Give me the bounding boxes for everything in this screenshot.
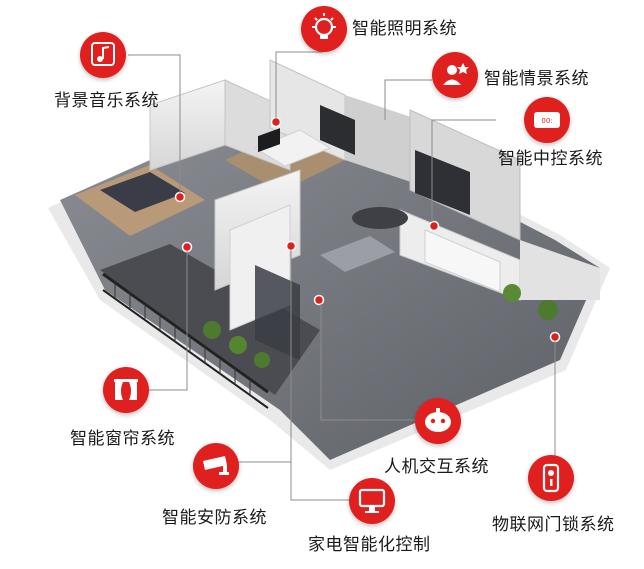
lighting-label: 智能照明系统 (352, 19, 457, 39)
scene-icon (443, 63, 469, 85)
cctv-camera-icon (203, 456, 229, 475)
lock-badge (528, 455, 574, 501)
lightbulb-icon (312, 13, 336, 39)
security-badge (193, 443, 239, 489)
appliance-badge (349, 478, 395, 524)
control-badge: 00: (524, 97, 570, 143)
music-note-icon (91, 42, 115, 66)
curtain-icon (114, 379, 138, 400)
monitor-icon (358, 488, 386, 513)
music-label: 背景音乐系统 (54, 91, 159, 111)
floor-surface (60, 100, 600, 460)
curtain-badge (103, 367, 149, 413)
scene-label: 智能情景系统 (484, 69, 589, 89)
lighting-badge (301, 6, 347, 52)
music-badge (80, 32, 126, 78)
lock-label: 物联网门锁系统 (492, 515, 615, 535)
control-label: 智能中控系统 (498, 149, 603, 169)
security-label: 智能安防系统 (162, 508, 267, 528)
scene-badge (432, 52, 478, 98)
hci-badge (415, 398, 461, 444)
appliance-label: 家电智能化控制 (308, 535, 431, 555)
door-lock-icon (542, 463, 560, 493)
control-panel-icon: 00: (534, 112, 560, 128)
robot-icon (425, 408, 451, 432)
hci-label: 人机交互系统 (384, 457, 489, 477)
curtain-label: 智能窗帘系统 (70, 429, 175, 449)
svg-text:00:: 00: (541, 117, 552, 125)
